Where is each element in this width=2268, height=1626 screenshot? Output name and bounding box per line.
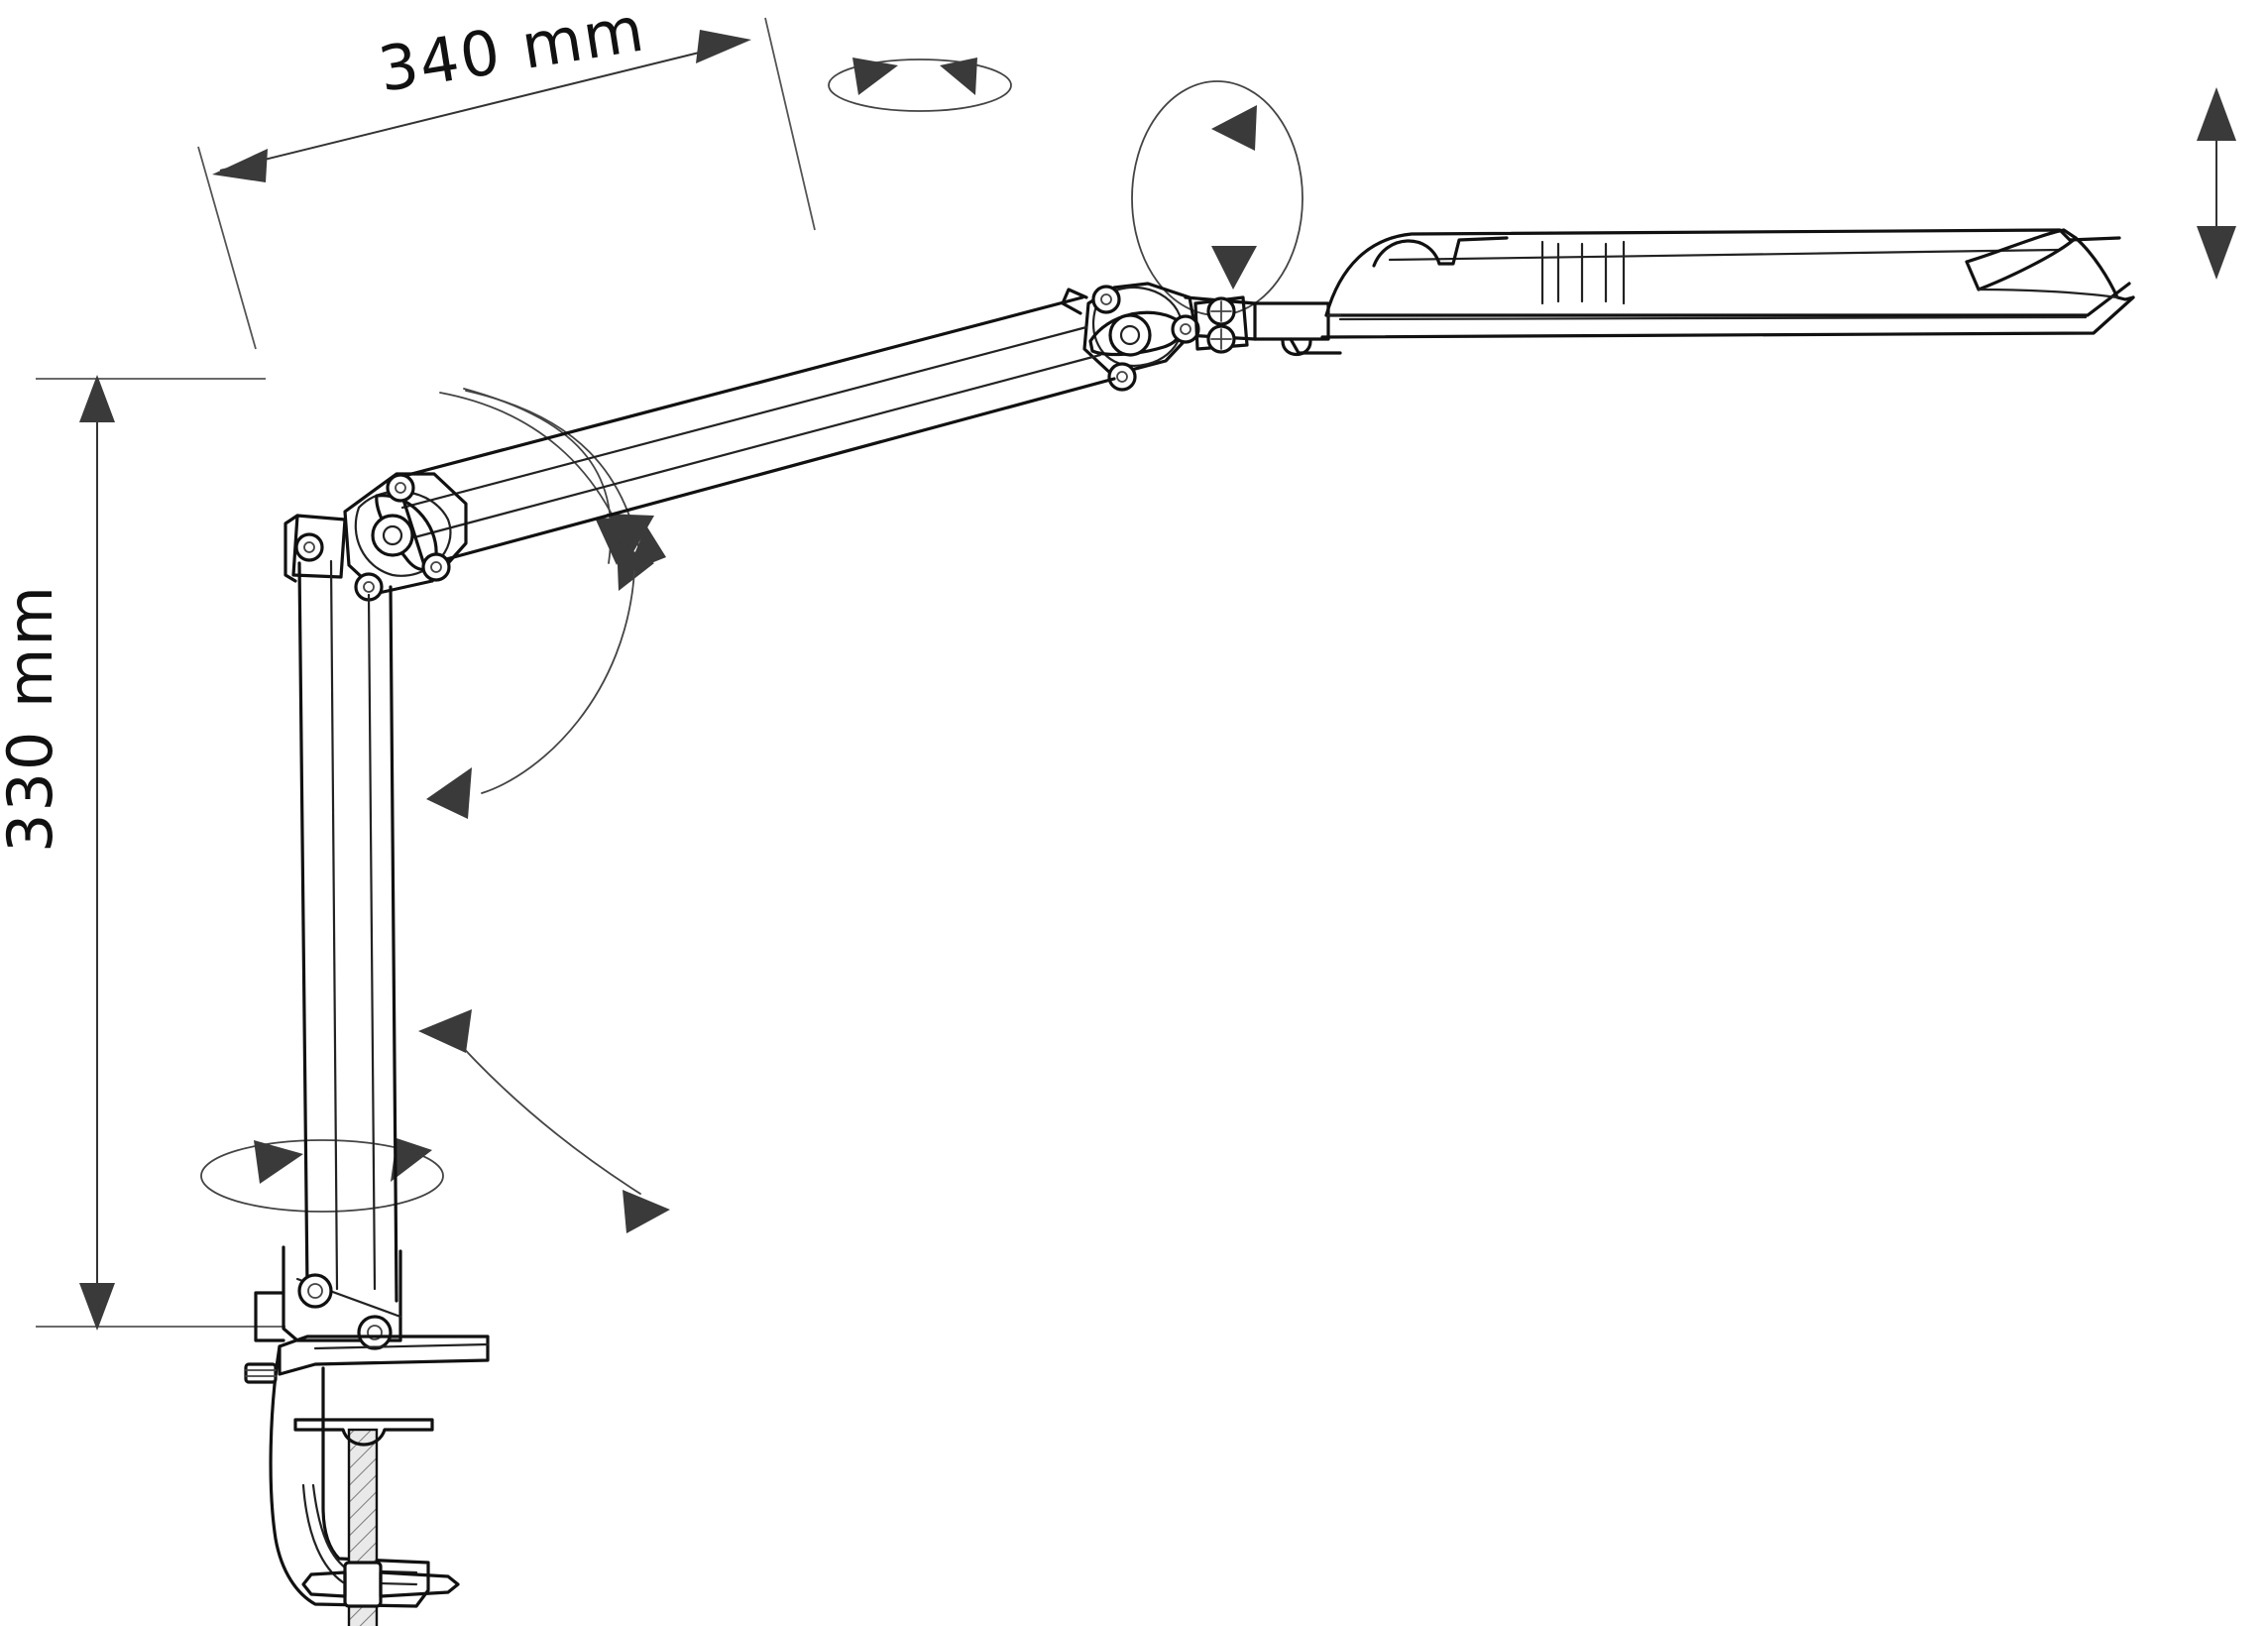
handle-left-knob [301, 1570, 347, 1598]
vertical-column [254, 559, 402, 1350]
elbow-pivot-center [1119, 324, 1141, 346]
rotation-arrow-right [940, 58, 977, 95]
upper-elbow-joint [1061, 282, 1249, 392]
upper-arm-top-edge [395, 295, 1084, 480]
rotation-arrow-left [852, 58, 898, 95]
rotation-arrow-top [1211, 105, 1257, 151]
elbow-plate-outline [1082, 282, 1197, 377]
elbow-bolts [294, 473, 451, 602]
head-diffuser-seam [1338, 315, 2088, 321]
head-top-ridge [1388, 248, 2060, 262]
dimension-330mm: 330 mm [0, 375, 285, 1331]
bolt-right [1171, 314, 1200, 344]
upper-arm-rib-2 [412, 353, 1102, 539]
elbow-arc-arrow-bottom [595, 518, 642, 565]
wrist-nub [1281, 339, 1312, 357]
column-edge-right [389, 585, 398, 1303]
elbow-bolts [1091, 285, 1200, 392]
motion-base-rotation [200, 1138, 444, 1213]
bolt-top [386, 473, 415, 503]
elbow-column-ear [291, 514, 347, 579]
upper-arm-bottom-edge [422, 377, 1116, 567]
head-end-cap-inner [1977, 288, 2119, 299]
dimension-arrow-right [696, 30, 751, 63]
rotation-arrow-bottom [1211, 246, 1257, 290]
motion-elbow-arc [463, 388, 642, 565]
column-rib-1 [329, 559, 339, 1291]
bolt-right [421, 552, 451, 582]
tilt-arrow-up [2197, 87, 2236, 141]
arc-arrow-upper-right [617, 541, 654, 591]
clamp-pressure-pad [293, 1418, 434, 1447]
elbow-plate-inner [1091, 286, 1183, 368]
head-rear-step [1437, 236, 1509, 266]
upper-arm-rib-1 [400, 325, 1088, 510]
bolt-upper-left [1091, 285, 1121, 314]
elbow-column-ear-side [284, 514, 299, 583]
head-top-outline [1324, 228, 2121, 317]
clamp-body-inner-1 [301, 1483, 418, 1586]
column-swing-arrow-bottom [623, 1190, 670, 1233]
column-edge-left [297, 561, 309, 1291]
dimension-arrow-bottom [79, 1283, 115, 1331]
extension-line-left [197, 146, 257, 350]
column-foot-tab [254, 1291, 285, 1342]
clamp-body [269, 1344, 430, 1608]
clamp-t-handle [301, 1561, 460, 1608]
elbow-pivot-center [382, 524, 403, 546]
elbow-arc-lower [481, 570, 635, 794]
rotation-arrow-right [391, 1138, 432, 1182]
column-foot-bolt-lower [357, 1315, 393, 1350]
tilt-arrow-down [2197, 226, 2236, 280]
head-switch-ribs [1556, 242, 1608, 303]
column-foot-bolt-upper [297, 1273, 333, 1309]
motion-head-tilt [2197, 87, 2236, 280]
arc-arrow-lower-left [426, 767, 472, 819]
column-rib-2 [367, 593, 377, 1291]
dimension-label-330mm: 330 mm [0, 584, 66, 853]
clamp-top-jaw-seam [313, 1342, 490, 1350]
column-swing-arc [447, 1030, 641, 1195]
clamp-side-screw [244, 1362, 278, 1384]
elbow-pivot-boss [1108, 313, 1152, 357]
bolt-left [294, 532, 324, 562]
upper-arm [395, 295, 1116, 567]
motion-head-swivel [828, 58, 1012, 112]
dimension-line [219, 41, 744, 172]
handle-right-bar [379, 1570, 460, 1598]
extension-line-right [764, 17, 816, 231]
rotation-ellipse [828, 58, 1012, 112]
motion-column-swing [418, 1009, 670, 1233]
elbow-upper-tab [1061, 288, 1088, 315]
head-diffuser-bottom [1320, 295, 2135, 339]
head-dome-button [1372, 239, 1441, 268]
elbow-pivot-boss [371, 514, 414, 557]
lamp-head [1320, 228, 2135, 339]
rotation-ellipse [200, 1139, 444, 1213]
dimension-arrow-left [212, 149, 268, 182]
clamp-top-jaw [278, 1335, 490, 1376]
column-swing-arrow-top [418, 1009, 472, 1053]
elbow-ear-bolts [1206, 296, 1236, 354]
rotation-arrow-left [254, 1140, 303, 1184]
dimension-arrow-top [79, 375, 115, 422]
table-clamp [244, 1335, 490, 1626]
lower-elbow-joint [284, 472, 468, 602]
handle-hub [343, 1561, 383, 1608]
bolt-lower [1107, 362, 1137, 392]
